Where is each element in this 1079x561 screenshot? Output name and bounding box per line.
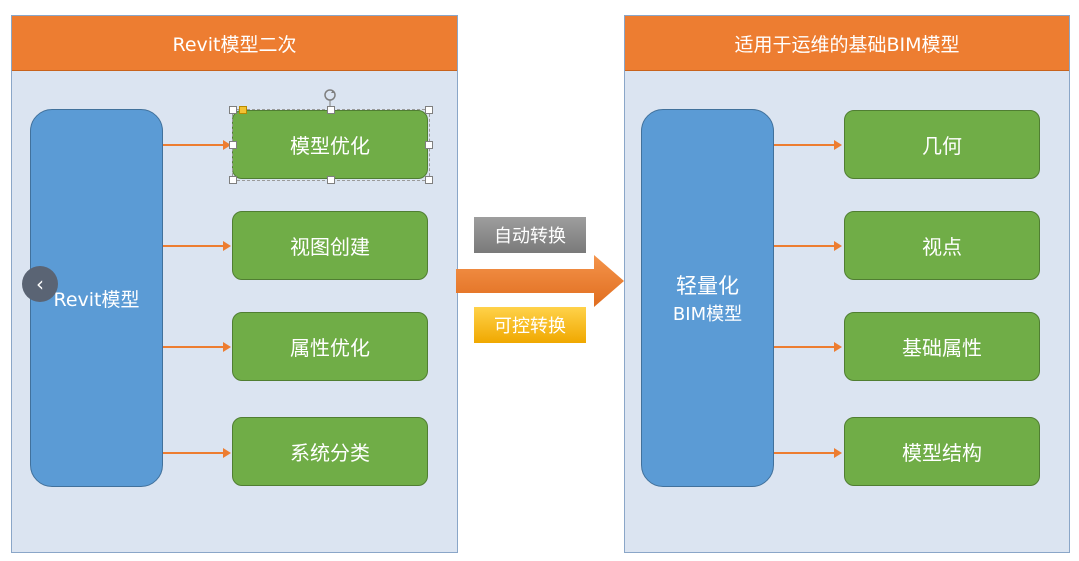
right-arrow-3 [774,342,842,352]
bim-model-label: BIM模型 [672,304,743,325]
auto-convert-label: 自动转换 [494,226,566,247]
resize-handle-ml[interactable] [229,141,237,149]
resize-handle-br[interactable] [425,176,433,184]
lightweight-label: 轻量化 [676,274,739,298]
left-panel-title: Revit模型二次 [12,16,457,71]
adjust-handle[interactable] [239,106,247,114]
left-arrow-4 [163,448,231,458]
right-arrow-4 [774,448,842,458]
basic-attribute-label: 基础属性 [902,336,982,360]
view-create-box: 视图创建 [232,211,428,280]
controllable-convert-tag: 可控转换 [474,307,586,343]
viewpoint-box: 视点 [844,211,1040,280]
attribute-optimize-box: 属性优化 [232,312,428,381]
chevron-left-icon: ‹ [36,272,44,296]
left-arrow-2 [163,241,231,251]
lightweight-bim-box: 轻量化 BIM模型 [641,109,774,487]
model-optimize-box[interactable]: 模型优化 [232,110,428,179]
attribute-optimize-label: 属性优化 [290,336,370,360]
system-classify-label: 系统分类 [290,441,370,465]
resize-handle-tc[interactable] [327,106,335,114]
conversion-arrow [456,255,624,307]
geometry-box: 几何 [844,110,1040,179]
right-arrow-2 [774,241,842,251]
model-optimize-label: 模型优化 [290,134,370,158]
resize-handle-bl[interactable] [229,176,237,184]
resize-handle-bc[interactable] [327,176,335,184]
resize-handle-tl[interactable] [229,106,237,114]
resize-handle-mr[interactable] [425,141,433,149]
resize-handle-tr[interactable] [425,106,433,114]
system-classify-box: 系统分类 [232,417,428,486]
viewpoint-label: 视点 [922,235,962,259]
left-arrow-3 [163,342,231,352]
controllable-convert-label: 可控转换 [494,316,566,337]
right-arrow-1 [774,140,842,150]
prev-slide-button[interactable]: ‹ [22,266,58,302]
revit-model-label: Revit模型 [53,288,140,311]
model-structure-box: 模型结构 [844,417,1040,486]
left-arrow-1 [163,140,231,150]
basic-attribute-box: 基础属性 [844,312,1040,381]
geometry-label: 几何 [922,134,962,158]
right-panel-title: 适用于运维的基础BIM模型 [625,16,1069,71]
view-create-label: 视图创建 [290,235,370,259]
model-structure-label: 模型结构 [902,441,982,465]
auto-convert-tag: 自动转换 [474,217,586,253]
rotate-handle-icon[interactable] [321,87,339,107]
